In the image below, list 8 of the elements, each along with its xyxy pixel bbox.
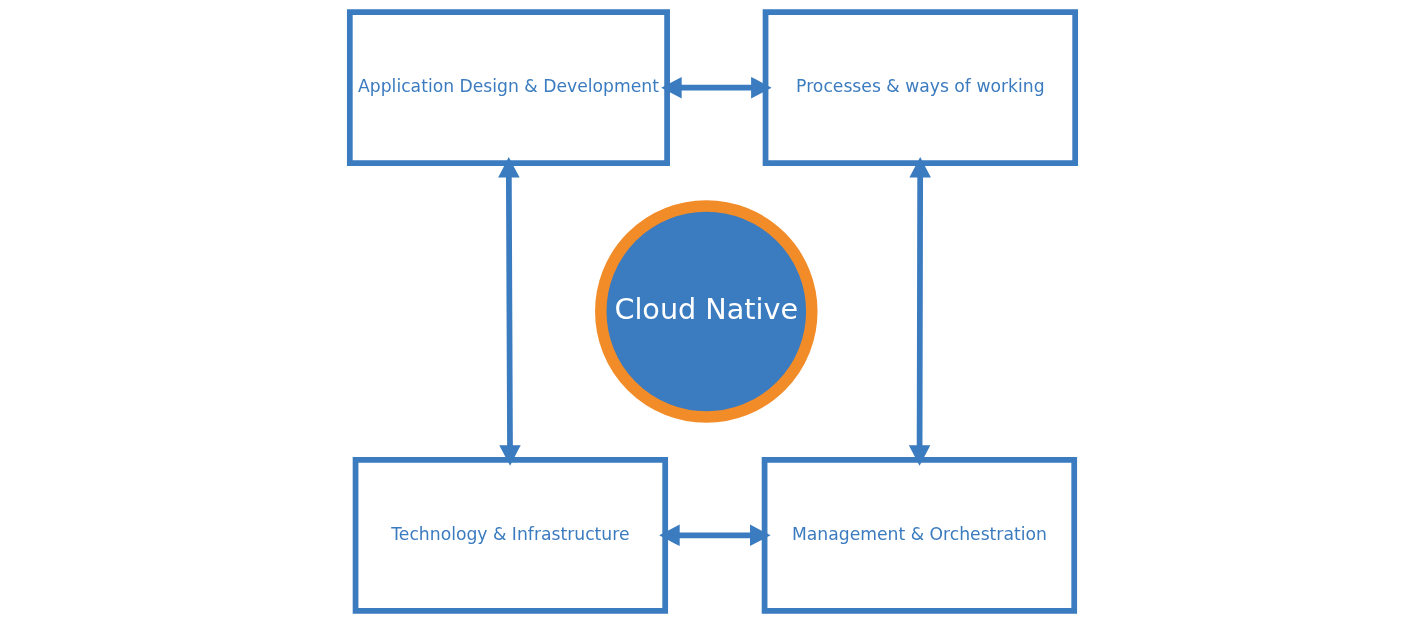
node-box: Management & Orchestration	[761, 456, 1078, 614]
arrow	[659, 524, 771, 547]
node-box: Application Design & Development	[346, 9, 670, 167]
arrow	[908, 157, 931, 466]
arrow	[661, 76, 772, 99]
node-box: Technology & Infrastructure	[352, 456, 669, 614]
arrow	[498, 157, 521, 466]
node-box: Processes & ways of working	[762, 9, 1079, 167]
